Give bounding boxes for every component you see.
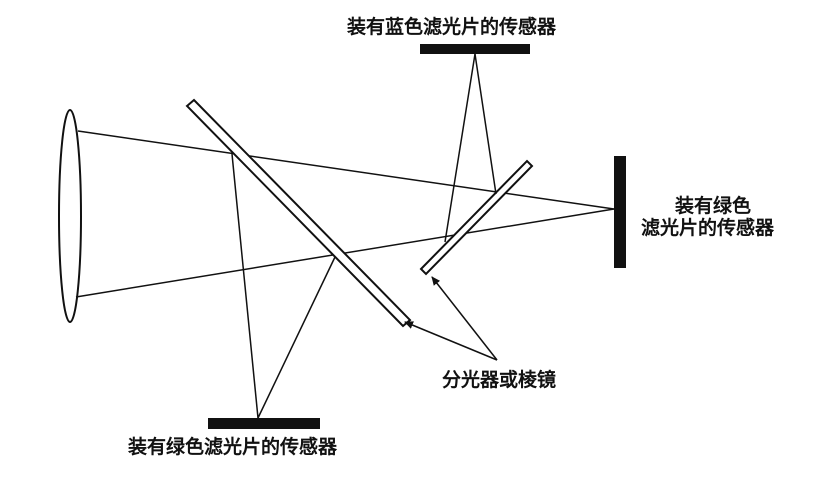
top-blue-sensor (420, 44, 530, 54)
bottom-green-sensor (208, 418, 320, 429)
reflect-ray-top-2 (444, 53, 476, 243)
reflect-ray-bottom-1 (231, 153, 259, 419)
blue-sensor-label: 装有蓝色滤光片的传感器 (347, 16, 557, 38)
reflect-ray-bottom-2 (257, 256, 336, 419)
beam-splitter-right (419, 159, 534, 276)
ray-top-to-right-sensor (77, 130, 615, 210)
bottom-green-sensor-label: 装有绿色滤光片的传感器 (128, 436, 338, 458)
pointer-arrow-left (404, 321, 498, 361)
lens (58, 109, 82, 323)
right-green-sensor-label-line2: 滤光片的传感器 (641, 216, 775, 239)
right-green-sensor (614, 156, 626, 268)
pointer-arrow-right (431, 276, 498, 361)
reflect-ray-top-1 (474, 53, 497, 195)
right-green-sensor-label-line1: 装有绿色 (675, 195, 752, 217)
splitter-label: 分光器或棱镜 (442, 369, 557, 391)
beam-splitter-left (185, 98, 412, 328)
right-green-sensor-label: 装有绿色 滤光片的传感器 (641, 195, 775, 240)
